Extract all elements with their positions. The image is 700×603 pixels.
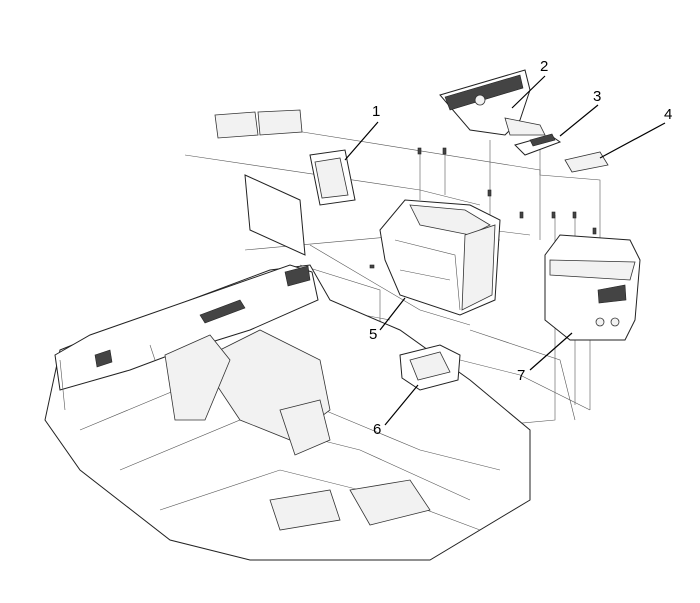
callout-6: 6 <box>373 421 382 438</box>
part-2-control-panel <box>439 69 546 136</box>
side-panel <box>244 174 306 256</box>
callout-1: 1 <box>372 103 381 120</box>
callout-3: 3 <box>593 88 602 105</box>
instrument-panel <box>54 264 319 421</box>
callout-5: 5 <box>369 326 378 343</box>
callout-4: 4 <box>664 106 673 123</box>
screws <box>369 147 597 269</box>
part-5-center-console <box>379 199 501 316</box>
part-6-bracket <box>399 344 461 391</box>
wiring-bracket <box>214 109 303 139</box>
part-7-rear-console <box>544 234 641 341</box>
callout-leaders <box>344 75 666 426</box>
callout-2: 2 <box>540 58 549 75</box>
part-3-switch-panel <box>514 133 562 156</box>
part-4-pad <box>564 151 609 173</box>
part-1-trim-cover <box>309 149 356 206</box>
callout-7: 7 <box>517 367 526 384</box>
